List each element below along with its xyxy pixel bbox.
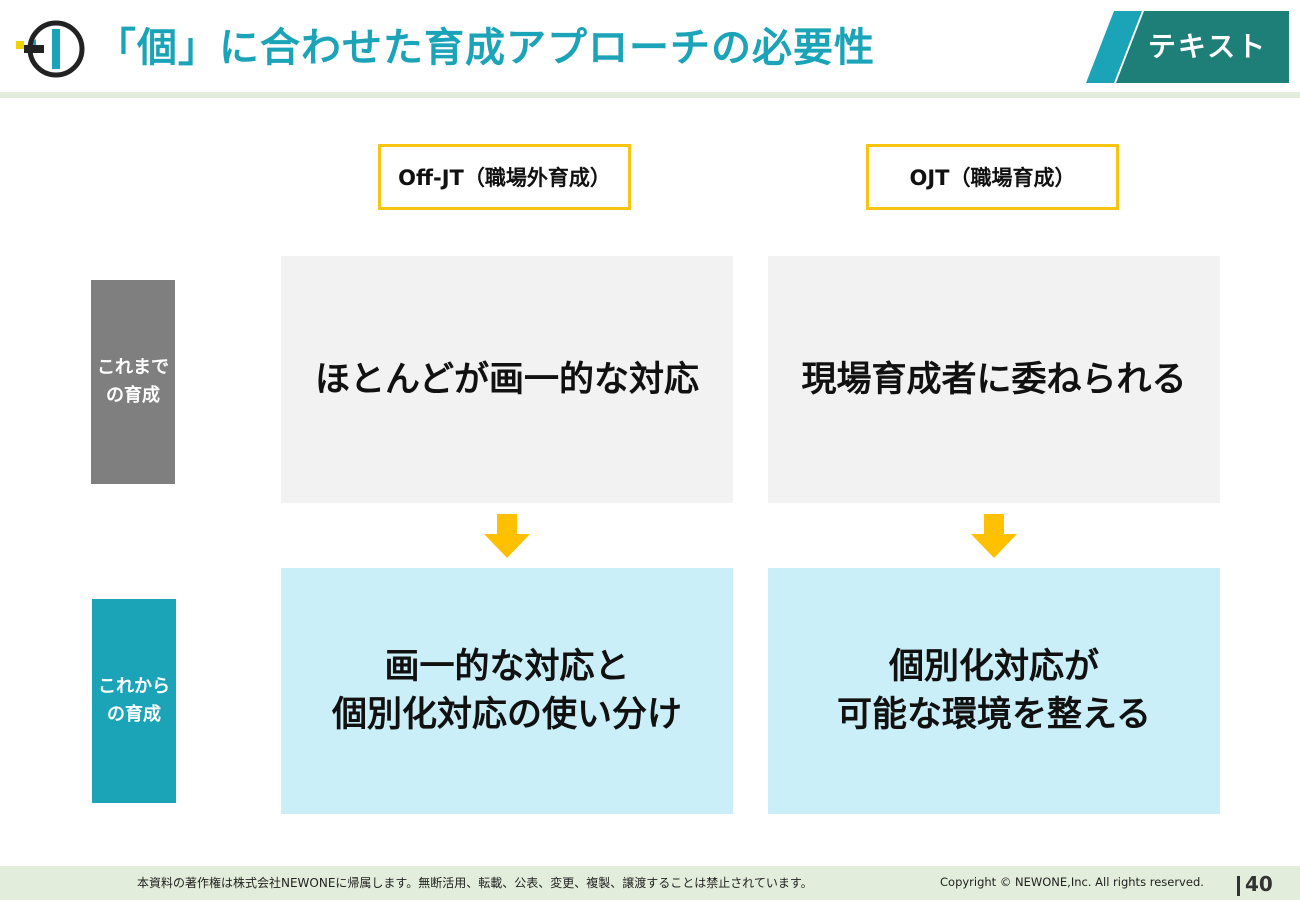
column-header-ojt: OJT（職場育成） xyxy=(866,144,1119,210)
newone-logo-icon xyxy=(14,17,90,81)
text-tag-badge: テキスト xyxy=(1086,11,1289,83)
ojt-before-box: 現場育成者に委ねられる xyxy=(768,256,1220,503)
arrow-down-icon xyxy=(971,514,1017,558)
offjt-future-box: 画一的な対応と 個別化対応の使い分け xyxy=(281,568,733,814)
page-number-bar xyxy=(1237,876,1240,896)
footer-bar xyxy=(0,866,1300,900)
row-label-before: これまで の育成 xyxy=(91,280,175,484)
arrow-down-icon xyxy=(484,514,530,558)
offjt-before-box: ほとんどが画一的な対応 xyxy=(281,256,733,503)
row-label-future: これから の育成 xyxy=(92,599,176,803)
copyright-line: Copyright © NEWONE,Inc. All rights reser… xyxy=(940,875,1204,889)
page-number: 40 xyxy=(1245,872,1273,896)
tag-label: テキスト xyxy=(1147,30,1268,63)
page-title: 「個」に合わせた育成アプローチの必要性 xyxy=(96,25,875,71)
copyright-notice: 本資料の著作権は株式会社NEWONEに帰属します。無断活用、転載、公表、変更、複… xyxy=(137,876,813,890)
ojt-future-box: 個別化対応が 可能な環境を整える xyxy=(768,568,1220,814)
header-divider xyxy=(0,92,1300,98)
column-header-offjt: Off-JT（職場外育成） xyxy=(378,144,631,210)
